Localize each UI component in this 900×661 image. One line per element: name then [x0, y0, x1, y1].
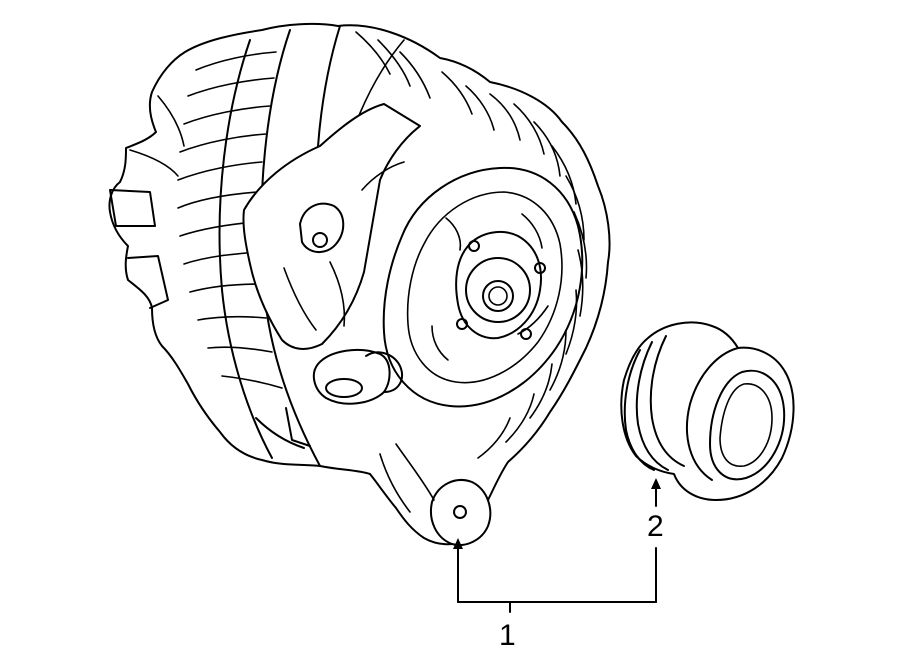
regulator-block [242, 103, 421, 350]
pulley-groove-3 [649, 335, 685, 467]
pivot-bolt-hole [453, 505, 467, 519]
regulator-bolt-hole [312, 232, 328, 248]
pulley-body [620, 321, 795, 501]
pulley-drawing [620, 321, 795, 501]
callout-2-label: 2 [647, 510, 664, 543]
pulley-bore-inner [719, 383, 773, 467]
callout-1-arrowhead [453, 538, 463, 549]
mounting-lug [127, 255, 169, 309]
pulley-flange-rim [686, 347, 739, 481]
end-frame-inner-ring [406, 191, 563, 384]
mounting-ear-left [109, 189, 156, 227]
callout-1-label: 1 [499, 619, 516, 652]
stator-fins [355, 31, 588, 459]
pulley-hub-flange [455, 230, 542, 340]
regulator-mount [299, 202, 345, 253]
pulley-groove-1 [623, 349, 655, 471]
end-frame-outer-ring [382, 166, 584, 408]
housing-band-1 [218, 39, 273, 459]
pulley-shaft [482, 280, 514, 312]
pulley-groove-2 [635, 341, 669, 471]
pulley-hub-ring [465, 257, 531, 323]
pivot-ear [430, 479, 492, 546]
callout-2-arrowhead [651, 478, 661, 489]
callout-leaders [453, 478, 661, 613]
pulley-bore-outer [709, 369, 786, 481]
alternator-drawing [108, 22, 611, 546]
